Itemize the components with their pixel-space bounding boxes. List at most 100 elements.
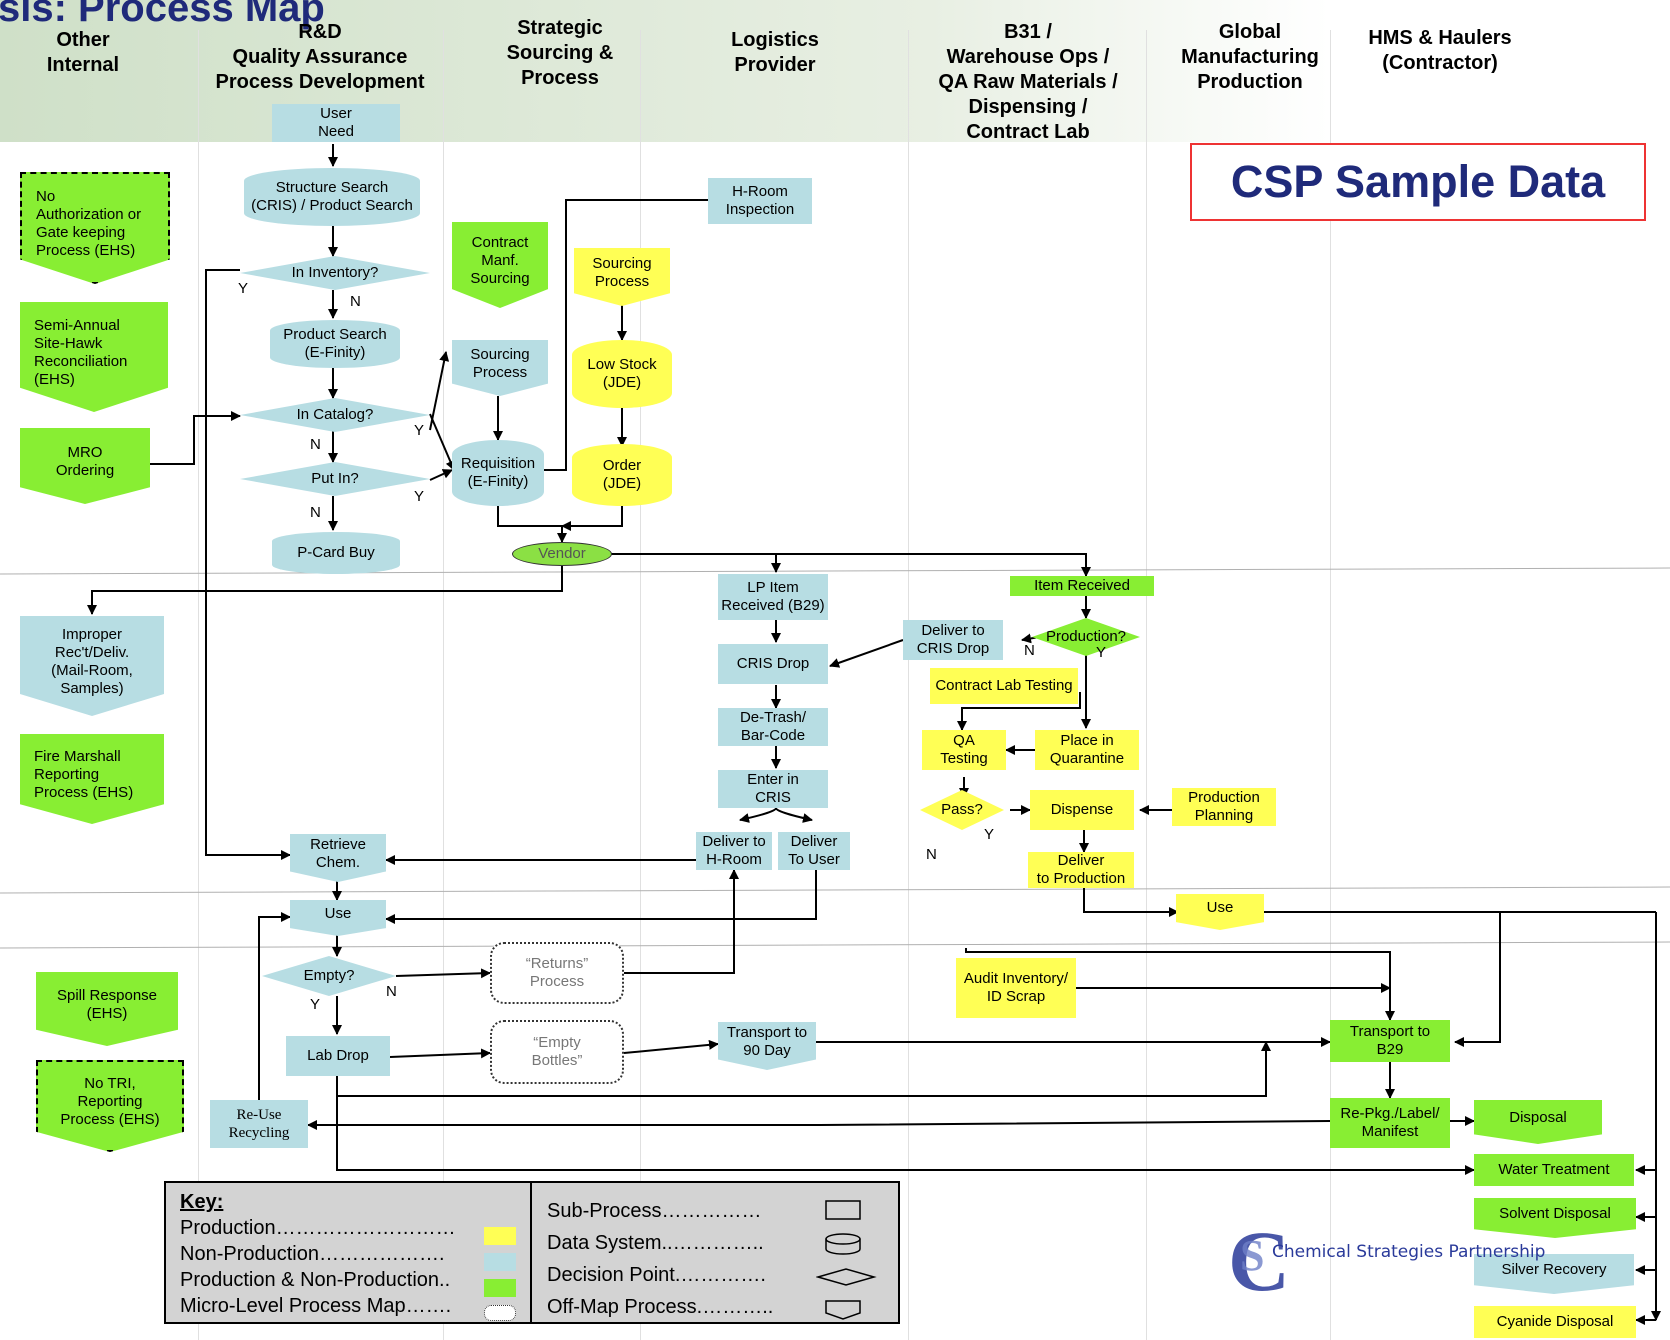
legend-shape-decision: Decision Point.………….: [547, 1264, 766, 1286]
lane-divider: [1146, 30, 1147, 1340]
edge-label-n: N: [1024, 642, 1035, 659]
mro-ordering-offmap[interactable]: MRO Ordering: [20, 428, 150, 504]
legend-divider: [530, 1183, 532, 1322]
semi-annual-offmap[interactable]: Semi-Annual Site-Hawk Reconciliation (EH…: [20, 302, 168, 412]
page-title: sis: Process Map: [0, 0, 325, 30]
legend-shape-offmap: Off-Map Process.………..: [547, 1296, 774, 1318]
rectangle-icon: [825, 1200, 861, 1220]
fire-marshall-offmap[interactable]: Fire Marshall Reporting Process (EHS): [20, 734, 164, 824]
legend-swatch-micro-level: [484, 1305, 516, 1321]
structure-search-datastore[interactable]: Structure Search (CRIS) / Product Search: [244, 168, 420, 226]
user-need-box[interactable]: User Need: [272, 104, 400, 142]
transport-90-day-box[interactable]: Transport to 90 Day: [718, 1022, 816, 1070]
cyanide-disposal-box[interactable]: Cyanide Disposal: [1474, 1306, 1636, 1338]
legend-item-micro-level: Micro-Level Process Map…….: [180, 1295, 452, 1317]
csp-logo-text: Chemical Strategies Partnership: [1272, 1242, 1546, 1262]
use-production-box[interactable]: Use: [1176, 894, 1264, 930]
edge-label-n: N: [310, 436, 321, 453]
product-search-datastore[interactable]: Product Search (E-Finity): [270, 320, 400, 368]
cris-drop-box[interactable]: CRIS Drop: [718, 644, 828, 684]
quarantine-box[interactable]: Place in Quarantine: [1035, 730, 1139, 770]
legend-item-both: Production & Non-Production..: [180, 1269, 451, 1291]
svg-text:C: C: [1228, 1213, 1290, 1302]
production-planning-box[interactable]: Production Planning: [1172, 788, 1276, 826]
water-treatment-box[interactable]: Water Treatment: [1474, 1154, 1634, 1186]
repkg-label-manifest-box[interactable]: Re-Pkg./Label/ Manifest: [1330, 1098, 1450, 1148]
diamond-icon: [816, 1268, 877, 1286]
lane-divider: [1330, 30, 1331, 1340]
header-band: [0, 0, 1330, 142]
no-tri-offmap[interactable]: No TRI, Reporting Process (EHS): [36, 1060, 184, 1152]
svg-text:S: S: [1240, 1231, 1264, 1280]
edge-label-y: Y: [414, 422, 425, 439]
low-stock-datastore[interactable]: Low Stock (JDE): [572, 340, 672, 408]
item-received-box[interactable]: Item Received: [1010, 576, 1154, 596]
empty-bottles-micro[interactable]: “Empty Bottles”: [490, 1020, 624, 1084]
lane-header-rd: R&D Quality Assurance Process Developmen…: [215, 21, 425, 93]
edge-label-n: N: [350, 293, 361, 310]
lane-divider: [908, 30, 909, 1340]
contract-manf-offmap[interactable]: Contract Manf. Sourcing: [452, 222, 548, 308]
legend-swatch-production: [484, 1227, 516, 1245]
edge-label-n: N: [386, 983, 397, 1000]
lane-header-strategic: Strategic Sourcing & Process: [506, 17, 614, 89]
lane-divider: [443, 30, 444, 1340]
use-nonproduction-box[interactable]: Use: [290, 900, 386, 936]
qa-testing-box[interactable]: QA Testing: [922, 730, 1006, 770]
lane-header-hms: HMS & Haulers (Contractor): [1368, 27, 1512, 74]
vendor-oval[interactable]: Vendor: [512, 542, 612, 566]
lane-header-global: Global Manufacturing Production: [1181, 21, 1319, 93]
spill-response-offmap[interactable]: Spill Response (EHS): [36, 972, 178, 1046]
edge-label-y: Y: [1096, 644, 1107, 661]
csp-logo: C S Chemical Strategies Partnership: [1228, 1212, 1545, 1309]
lane-divider: [640, 30, 641, 1340]
deliver-cris-drop-box[interactable]: Deliver to CRIS Drop: [903, 620, 1003, 660]
legend-item-non-production: Non-Production……………….: [180, 1243, 445, 1265]
deliver-hroom-box[interactable]: Deliver to H-Room: [696, 832, 772, 870]
lane-header-b31: B31 / Warehouse Ops / QA Raw Materials /…: [938, 21, 1118, 143]
legend-shape-icons: [816, 1200, 877, 1320]
lane-divider: [198, 30, 199, 1340]
legend-swatch-non-production: [484, 1253, 516, 1271]
lane-header-logistics: Logistics Provider: [731, 29, 819, 76]
returns-process-micro[interactable]: “Returns” Process: [490, 942, 624, 1004]
dispense-box[interactable]: Dispense: [1030, 790, 1134, 830]
edge-label-y: Y: [310, 996, 321, 1013]
edge-label-y: Y: [414, 488, 425, 505]
legend-swatch-both: [484, 1279, 516, 1297]
deliver-to-production-box[interactable]: Deliver to Production: [1028, 852, 1134, 888]
improper-receipt-offmap[interactable]: Improper Rec't/Deliv. (Mail-Room, Sample…: [20, 616, 164, 716]
sourcing-process-production[interactable]: Sourcing Process: [574, 248, 670, 306]
no-authorization-offmap[interactable]: No Authorization or Gate keeping Process…: [20, 172, 170, 284]
legend-title: Key:: [180, 1191, 224, 1213]
deliver-user-box[interactable]: Deliver To User: [778, 832, 850, 870]
audit-inventory-box[interactable]: Audit Inventory/ ID Scrap: [956, 958, 1076, 1018]
retrieve-chem-box[interactable]: Retrieve Chem.: [290, 834, 386, 882]
hroom-inspection-box[interactable]: H-Room Inspection: [708, 178, 812, 224]
reuse-recycling-box[interactable]: Re-Use Recycling: [210, 1100, 308, 1148]
solvent-disposal-offmap[interactable]: Solvent Disposal: [1474, 1198, 1636, 1238]
edge-label-y: Y: [984, 826, 995, 843]
sourcing-process-nonproduction[interactable]: Sourcing Process: [452, 340, 548, 396]
contract-lab-testing-box[interactable]: Contract Lab Testing: [930, 668, 1078, 704]
legend-shape-data-system: Data System..…………..: [547, 1232, 764, 1254]
disposal-offmap[interactable]: Disposal: [1474, 1100, 1602, 1144]
legend-key: Key: Production……………………… Non-Production……: [164, 1181, 900, 1324]
detrash-box[interactable]: De-Trash/ Bar-Code: [718, 708, 828, 746]
order-datastore[interactable]: Order (JDE): [572, 444, 672, 506]
lp-item-received-box[interactable]: LP Item Received (B29): [718, 574, 828, 620]
edge-label-y: Y: [238, 280, 249, 297]
pentagon-icon: [825, 1300, 861, 1320]
csp-logo-mark-icon: C S: [1228, 1213, 1290, 1309]
legend-shape-subprocess: Sub-Process……………: [547, 1200, 762, 1222]
pcard-buy-datastore[interactable]: P-Card Buy: [272, 532, 400, 574]
transport-b29-box[interactable]: Transport to B29: [1330, 1020, 1450, 1062]
legend-item-production: Production………………………: [180, 1217, 456, 1239]
edge-label-n: N: [310, 504, 321, 521]
requisition-datastore[interactable]: Requisition (E-Finity): [452, 440, 544, 506]
enter-cris-box[interactable]: Enter in CRIS: [718, 770, 828, 808]
silver-recovery-offmap[interactable]: Silver Recovery: [1474, 1254, 1634, 1294]
lab-drop-box[interactable]: Lab Drop: [286, 1036, 390, 1076]
edge-label-n: N: [926, 846, 937, 863]
